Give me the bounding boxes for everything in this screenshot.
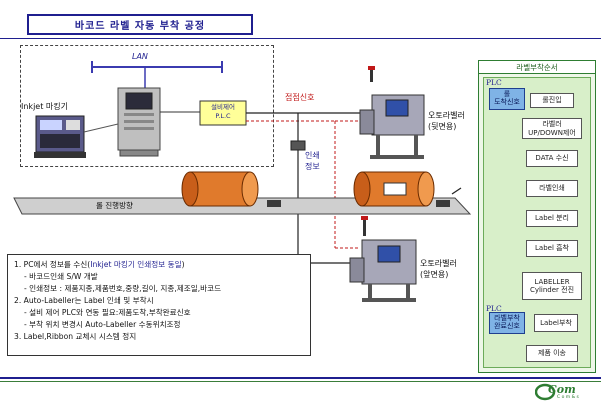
labeller-front-label: 오토라벨러 (앞면용) xyxy=(420,258,457,280)
labeller-front-label-line2: (앞면용) xyxy=(420,270,449,279)
network-panel xyxy=(20,45,274,167)
lan-bus xyxy=(91,61,223,88)
print-info-label-line2: 정보 xyxy=(305,162,320,171)
page-title: 바코드 라벨 자동 부착 공정 xyxy=(27,14,253,35)
sequence-header: 라벨부착순서 xyxy=(478,60,596,74)
sequence-step: 라벨러 UP/DOWN제어 xyxy=(522,118,582,139)
logo-text: Com xyxy=(548,383,576,396)
title-divider xyxy=(0,38,601,39)
contact-signal-line xyxy=(246,120,360,249)
plc-controller-label-line2: P.L.C xyxy=(215,112,231,120)
roll-direction-label: 롤 진행방향 xyxy=(96,201,133,210)
auto-labeller-front xyxy=(349,216,417,302)
sequence-step: Label 분리 xyxy=(526,210,578,227)
print-info-line xyxy=(290,113,360,264)
info-line-5: - 설비 제어 PLC와 연동 필요:제품도착,부착완료신호 xyxy=(24,308,191,317)
labelling-complete-signal-box: 라벨부착 완료신호 xyxy=(489,312,525,334)
roll-arrival-signal-box: 롤 도착신호 xyxy=(489,88,525,110)
sequence-step: Label부착 xyxy=(534,314,578,332)
info-line-3: - 인쇄정보 : 제품지종,제품번호,중량,길이, 지종,제조일,바코드 xyxy=(24,284,222,293)
info-line-1-prefix: 1. PC에서 정보를 수신( xyxy=(14,260,91,269)
info-box: 1. PC에서 정보를 수신(Inkjet 마킹기 인쇄정보 동일) - 바코드… xyxy=(7,254,311,356)
sequence-step: LABELLER Cylinder 전진 xyxy=(522,272,582,300)
labeller-front-label-line1: 오토라벨러 xyxy=(420,259,457,268)
sequence-step: DATA 수신 xyxy=(526,150,578,167)
plc-bottom-label: PLC xyxy=(486,304,502,313)
contact-signal-label: 접점신호 xyxy=(285,93,315,102)
info-line-6: - 부착 위치 변경시 Auto-Labeller 수동위치조정 xyxy=(24,320,181,329)
pc-server-icon xyxy=(117,87,161,157)
inkjet-cable xyxy=(83,123,119,133)
labeller-rear-label-line1: 오토라벨러 xyxy=(428,111,465,120)
labeller-rear-label-line2: (뒷면용) xyxy=(428,122,457,131)
footer-divider-secondary xyxy=(0,381,601,382)
paper-roll-left xyxy=(181,171,259,207)
info-line-1-highlight: Inkjet 마킹기 인쇄정보 동일 xyxy=(90,260,182,269)
print-info-label-line1: 인쇄 xyxy=(305,151,320,160)
info-line-7: 3. Label,Ribbon 교체시 시스템 정지 xyxy=(14,332,137,341)
sequence-step: 제품 이송 xyxy=(526,345,578,362)
plc-top-label: PLC xyxy=(486,78,502,87)
info-line-1: 1. PC에서 정보를 수신(Inkjet 마킹기 인쇄정보 동일) xyxy=(14,259,304,271)
sequence-step: 롤진입 xyxy=(530,93,574,108)
info-line-1-suffix: ) xyxy=(181,260,185,269)
label-pointer-arrow xyxy=(451,187,462,195)
print-info-label: 인쇄 정보 xyxy=(305,150,320,172)
labeller-rear-label: 오토라벨러 (뒷면용) xyxy=(428,110,465,132)
footer-divider xyxy=(0,377,601,379)
info-line-4: 2. Auto-Labeller는 Label 인쇄 및 부착시 xyxy=(14,296,154,305)
inkjet-label: Inkjet 마킹기 xyxy=(21,102,68,111)
logo-swoosh xyxy=(535,383,556,401)
lan-label: LAN xyxy=(132,52,148,61)
info-line-2: - 바코드인쇄 S/W 개발 xyxy=(24,272,98,281)
plc-controller-label-line1: 설비제어 xyxy=(211,103,235,111)
auto-labeller-rear xyxy=(359,66,425,159)
inkjet-printer-icon xyxy=(34,115,86,158)
sequence-step: 라벨인쇄 xyxy=(526,180,578,197)
logo-subtext: C o m & s xyxy=(557,395,579,400)
sequence-step: Label 흡착 xyxy=(526,240,578,257)
company-logo: Com C o m & s xyxy=(535,383,597,401)
plc-controller-label: 설비제어 P.L.C xyxy=(200,103,246,121)
paper-roll-right xyxy=(353,171,435,207)
